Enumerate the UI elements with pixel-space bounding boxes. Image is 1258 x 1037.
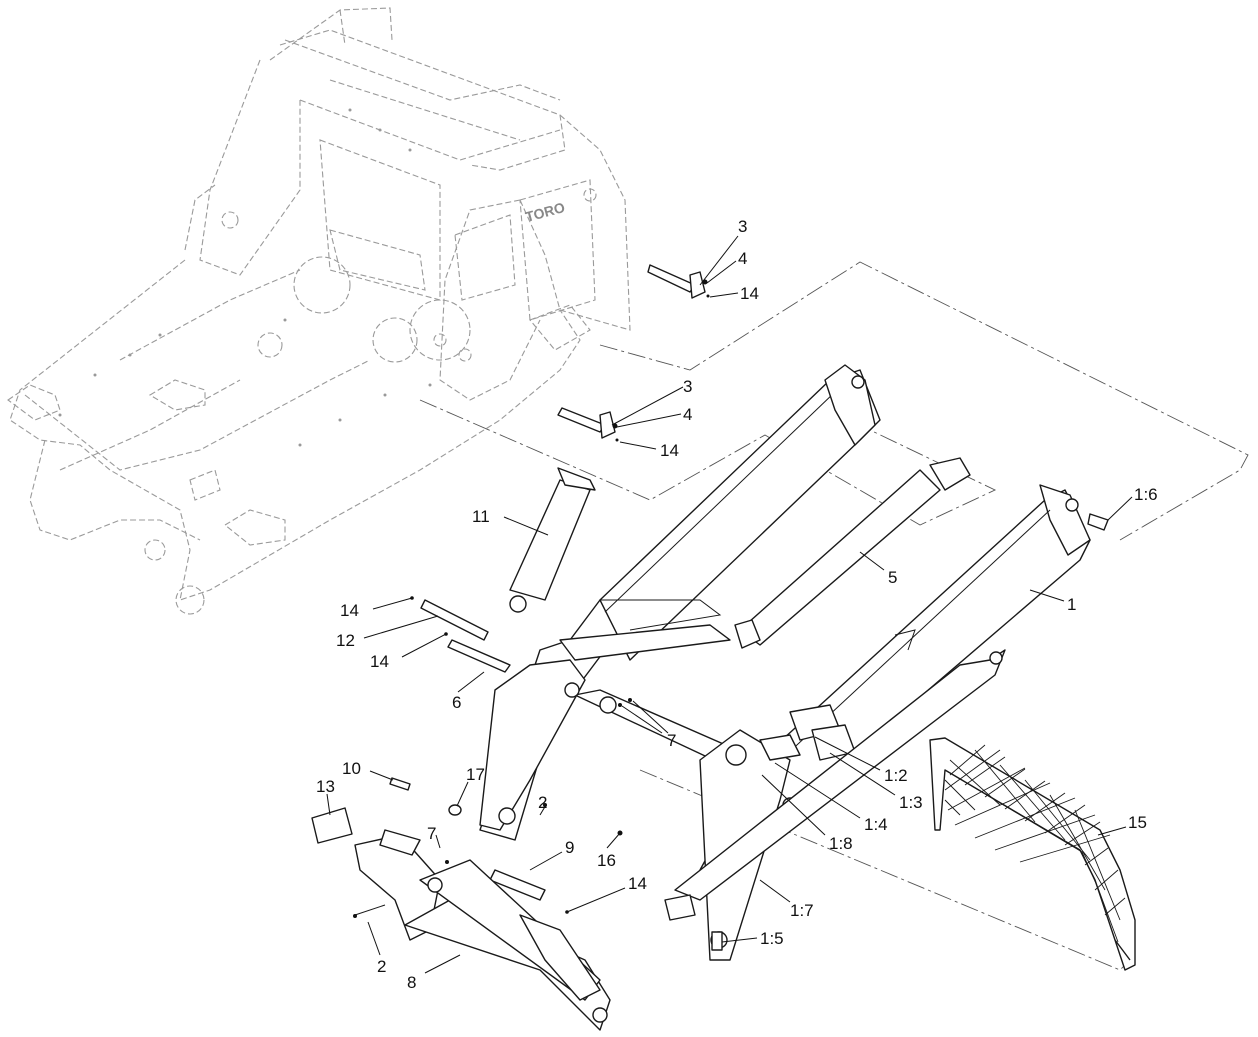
callout-1-8: 1:8 xyxy=(829,834,853,853)
callout-14: 14 xyxy=(370,652,389,671)
callout-2: 2 xyxy=(538,793,547,812)
tilt-cylinder-5 xyxy=(734,457,971,649)
callout-11: 11 xyxy=(472,507,490,526)
callout-1-5: 1:5 xyxy=(760,929,784,948)
callout-4: 4 xyxy=(738,249,747,268)
callout-14: 14 xyxy=(740,284,759,303)
lift-cylinder-11 xyxy=(509,467,596,613)
callout-2: 2 xyxy=(377,957,386,976)
callout-9: 9 xyxy=(565,838,574,857)
grille-guard-15 xyxy=(929,737,1136,971)
callout-labels: 3 4 14 3 4 14 1:6 11 5 1 14 12 14 6 7 10… xyxy=(316,217,1158,992)
callout-1-7: 1:7 xyxy=(790,901,814,920)
quick-attach-plate-8 xyxy=(354,829,611,1031)
callout-16: 16 xyxy=(597,851,616,870)
callout-13: 13 xyxy=(316,777,335,796)
callout-1-6: 1:6 xyxy=(1134,485,1158,504)
callout-6: 6 xyxy=(452,693,461,712)
callout-14: 14 xyxy=(628,874,647,893)
callout-3: 3 xyxy=(738,217,747,236)
callout-1-3: 1:3 xyxy=(899,793,923,812)
callout-3: 3 xyxy=(683,377,692,396)
callout-14: 14 xyxy=(660,441,679,460)
callout-1-2: 1:2 xyxy=(884,766,908,785)
callout-7: 7 xyxy=(427,824,436,843)
callout-7: 7 xyxy=(667,731,676,750)
callout-17: 17 xyxy=(466,765,485,784)
tilt-cylinder-right xyxy=(664,649,1006,921)
callout-10: 10 xyxy=(342,759,361,778)
small-parts xyxy=(311,264,1109,918)
loader-arm-assembly xyxy=(479,364,1091,961)
toro-logo: TORO xyxy=(524,199,567,225)
callout-5: 5 xyxy=(888,568,897,587)
callout-8: 8 xyxy=(407,973,416,992)
callout-15: 15 xyxy=(1128,813,1147,832)
callout-1-4: 1:4 xyxy=(864,815,888,834)
callout-1: 1 xyxy=(1067,595,1076,614)
leader-lines xyxy=(326,235,1133,974)
callout-4: 4 xyxy=(683,405,692,424)
callout-14: 14 xyxy=(340,601,359,620)
callout-12: 12 xyxy=(336,631,355,650)
